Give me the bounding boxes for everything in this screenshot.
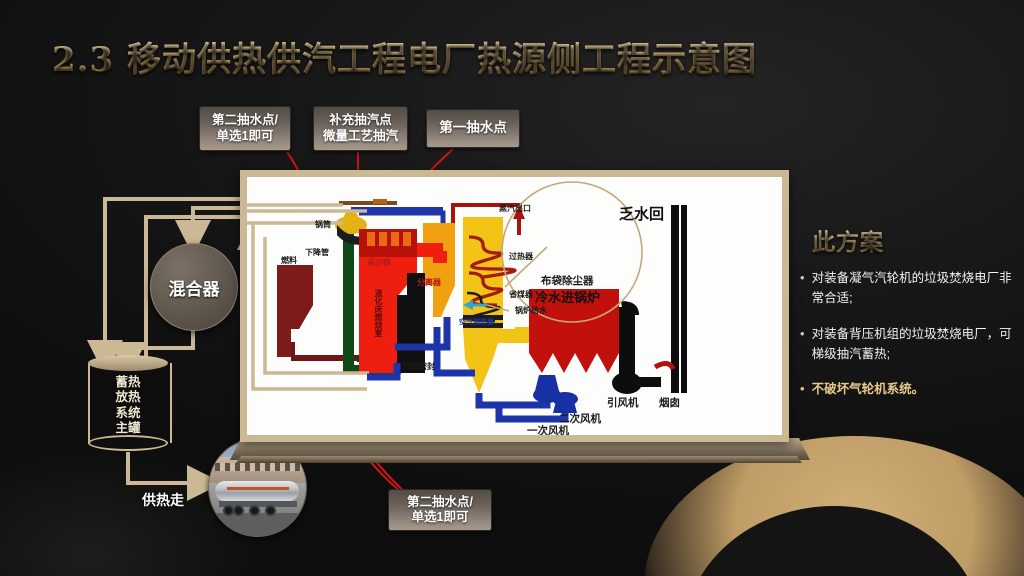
photo-chassis bbox=[219, 501, 297, 507]
callout-second-water-extraction-bottom[interactable]: 第二抽水点/ 单选1即可 bbox=[388, 489, 492, 531]
boiler-diagram-panel-wrap: 锅筒 下降管 燃料 返沙器 分离器 流化床燃烧室 环路密封 蒸汽出口 过热器 省… bbox=[230, 170, 810, 463]
label-downcomer: 下降管 bbox=[305, 248, 329, 257]
photo-wheel bbox=[265, 505, 276, 516]
bullet-dot-icon: • bbox=[800, 381, 805, 396]
gold-arc-inner-cut bbox=[684, 506, 984, 576]
bullet-item-highlighted: • 不破坏气轮机系统。 bbox=[800, 379, 1015, 399]
tank-label-line-3: 系统 bbox=[115, 405, 141, 420]
label-chimney: 烟囱 bbox=[659, 397, 680, 409]
bullet-text: 不破坏气轮机系统。 bbox=[811, 382, 925, 396]
heat-storage-tank[interactable]: 蓄热 放热 系统 主罐 bbox=[88, 355, 172, 451]
callout-line-2: 单选1即可 bbox=[216, 128, 274, 143]
bullet-text: 对装备背压机组的垃圾焚烧电厂，可梯级抽汽蓄热; bbox=[811, 326, 1012, 361]
label-spent-water-return: 乏水回 bbox=[619, 205, 665, 223]
label-induced-draft-fan: 引风机 bbox=[607, 397, 639, 409]
label-cold-water-into-boiler: 冷水进锅炉 bbox=[535, 291, 601, 306]
label-boiler-feedwater: 锅炉给水 bbox=[515, 306, 547, 315]
photo-wheel bbox=[233, 505, 244, 516]
label-steam-drum: 锅筒 bbox=[315, 220, 331, 229]
panel-3d-base bbox=[230, 438, 810, 460]
label-superheater: 过热器 bbox=[509, 252, 533, 261]
callout-line-2: 微量工艺抽汽 bbox=[322, 128, 398, 143]
panel-3d-base-lower bbox=[236, 456, 802, 463]
right-panel-bullets: • 对装备凝气汽轮机的垃圾焚烧电厂非常合适; • 对装备背压机组的垃圾焚烧电厂，… bbox=[800, 268, 1015, 414]
label-steam-outlet: 蒸汽出口 bbox=[499, 204, 531, 213]
bullet-item: • 对装备凝气汽轮机的垃圾焚烧电厂非常合适; bbox=[800, 268, 1015, 309]
callout-line-1: 第二抽水点/ bbox=[407, 494, 473, 509]
supply-heat-label: 供热走 bbox=[142, 492, 184, 508]
label-fluidized-bed-combustor: 流化床燃烧室 bbox=[374, 289, 383, 337]
tank-label-line-1: 蓄热 bbox=[115, 375, 141, 389]
label-air-preheater: 空气预热器 bbox=[459, 318, 494, 326]
tank-bottom-ellipse bbox=[88, 435, 168, 451]
bullet-item: • 对装备背压机组的垃圾焚烧电厂，可梯级抽汽蓄热; bbox=[800, 324, 1015, 365]
photo-building-windows bbox=[215, 463, 301, 471]
tanker-truck-photo bbox=[208, 438, 307, 537]
right-panel-title: 此方案 bbox=[812, 223, 884, 257]
label-primary-air-fan: 一次风机 bbox=[527, 425, 569, 437]
label-separator: 分离器 bbox=[417, 278, 441, 287]
label-fuel: 燃料 bbox=[281, 256, 297, 265]
photo-wheel bbox=[223, 505, 234, 516]
callout-supplementary-steam-extraction[interactable]: 补充抽汽点 微量工艺抽汽 bbox=[313, 106, 408, 151]
label-secondary-air-fan: 二次风机 bbox=[559, 413, 601, 425]
callout-line-1: 第二抽水点/ bbox=[212, 113, 278, 128]
photo-wheel bbox=[249, 505, 260, 516]
tank-body bbox=[88, 363, 172, 443]
label-sand-return: 返沙器 bbox=[367, 258, 391, 267]
photo-tank-stripe bbox=[227, 487, 289, 490]
label-loop-seal: 环路密封 bbox=[403, 362, 435, 371]
tank-top-ellipse bbox=[88, 355, 168, 371]
callout-first-water-extraction[interactable]: 第一抽水点 bbox=[426, 109, 520, 148]
mixer-node[interactable]: 混合器 bbox=[150, 243, 238, 331]
boiler-schematic-svg bbox=[247, 181, 687, 423]
callout-line-1: 第一抽水点 bbox=[439, 120, 507, 136]
boiler-diagram-panel: 锅筒 下降管 燃料 返沙器 分离器 流化床燃烧室 环路密封 蒸汽出口 过热器 省… bbox=[240, 170, 789, 442]
callout-line-2: 单选1即可 bbox=[411, 510, 469, 524]
callout-second-water-extraction-top[interactable]: 第二抽水点/ 单选1即可 bbox=[199, 106, 291, 151]
photo-tank-barrel bbox=[215, 481, 299, 501]
tank-label-line-2: 放热 bbox=[115, 390, 141, 405]
mixer-label: 混合器 bbox=[168, 279, 220, 299]
photo-road bbox=[209, 513, 306, 536]
bullet-dot-icon: • bbox=[800, 270, 805, 285]
label-bag-filter: 布袋除尘器 bbox=[541, 275, 594, 287]
callout-line-1: 补充抽汽点 bbox=[329, 113, 392, 128]
page-title: 2.3 移动供热供汽工程电厂热源侧工程示意图 bbox=[52, 32, 757, 81]
tank-label: 蓄热 放热 系统 主罐 bbox=[88, 375, 168, 436]
tank-label-line-4: 主罐 bbox=[115, 420, 141, 435]
bullet-text: 对装备凝气汽轮机的垃圾焚烧电厂非常合适; bbox=[811, 271, 1012, 306]
bullet-dot-icon: • bbox=[800, 325, 805, 341]
label-economizer: 省煤器 bbox=[509, 290, 533, 299]
